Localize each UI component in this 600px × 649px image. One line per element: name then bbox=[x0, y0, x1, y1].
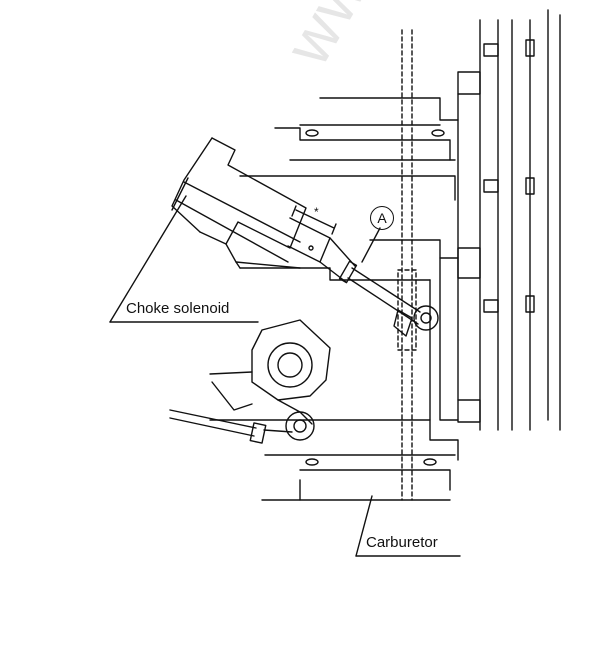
throttle-shaft bbox=[397, 29, 417, 501]
dimension-mark: * bbox=[314, 205, 319, 219]
choke-solenoid-label: Choke solenoid bbox=[126, 300, 230, 317]
carburetor-main-body bbox=[209, 239, 459, 501]
carburetor-upper-body bbox=[239, 97, 459, 201]
choke-solenoid bbox=[171, 137, 358, 284]
carburetor-leader bbox=[355, 495, 373, 557]
carburetor-label: Carburetor bbox=[366, 534, 438, 551]
choke-linkage bbox=[347, 227, 439, 337]
marker-a-label: A bbox=[370, 206, 394, 230]
engine-body bbox=[457, 9, 561, 431]
choke-solenoid-leader bbox=[109, 195, 187, 323]
choke-lever bbox=[169, 319, 331, 444]
